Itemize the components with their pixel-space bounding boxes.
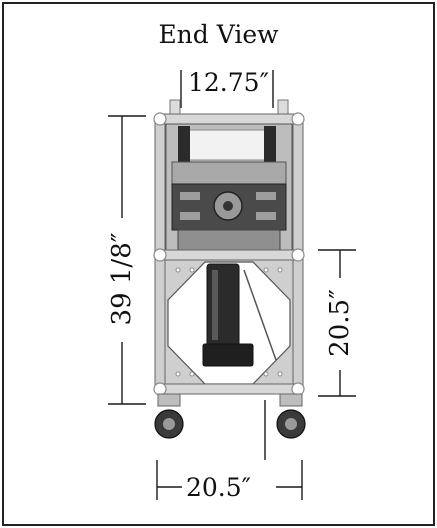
bottom-bar [157, 383, 301, 395]
gear-slot-4 [256, 212, 276, 220]
top-width-label: 12.75″ [188, 68, 269, 97]
lower-height-dimension [318, 249, 356, 397]
caster-left [154, 393, 184, 439]
gear-slot-3 [256, 192, 276, 200]
gear-slot-2 [180, 212, 200, 220]
lower-mech [177, 229, 281, 253]
overall-height-label: 39 1/8″ [107, 232, 137, 326]
view-title: End View [158, 20, 279, 49]
top-bar [157, 113, 301, 125]
top-width-dimension [180, 70, 274, 108]
motor-highlight [212, 270, 218, 340]
overall-height-dimension [108, 115, 146, 405]
upper-window [187, 129, 271, 161]
caster-right [276, 393, 306, 439]
bottom-width-dimension [156, 400, 303, 500]
middle-bar [157, 249, 301, 261]
bottom-width-label: 20.5″ [186, 473, 252, 502]
motor-body [206, 263, 240, 347]
plate-holes [175, 267, 283, 377]
corner-joints [153, 112, 305, 396]
upper-bracket-right [264, 126, 276, 162]
mid-plate [171, 161, 287, 185]
hub-center [223, 201, 233, 211]
gear-slot-1 [180, 192, 200, 200]
upper-bracket-left [178, 126, 190, 162]
lower-height-label: 20.5″ [325, 289, 355, 357]
motor-strut [243, 269, 277, 361]
motor-gearbox [202, 343, 254, 367]
